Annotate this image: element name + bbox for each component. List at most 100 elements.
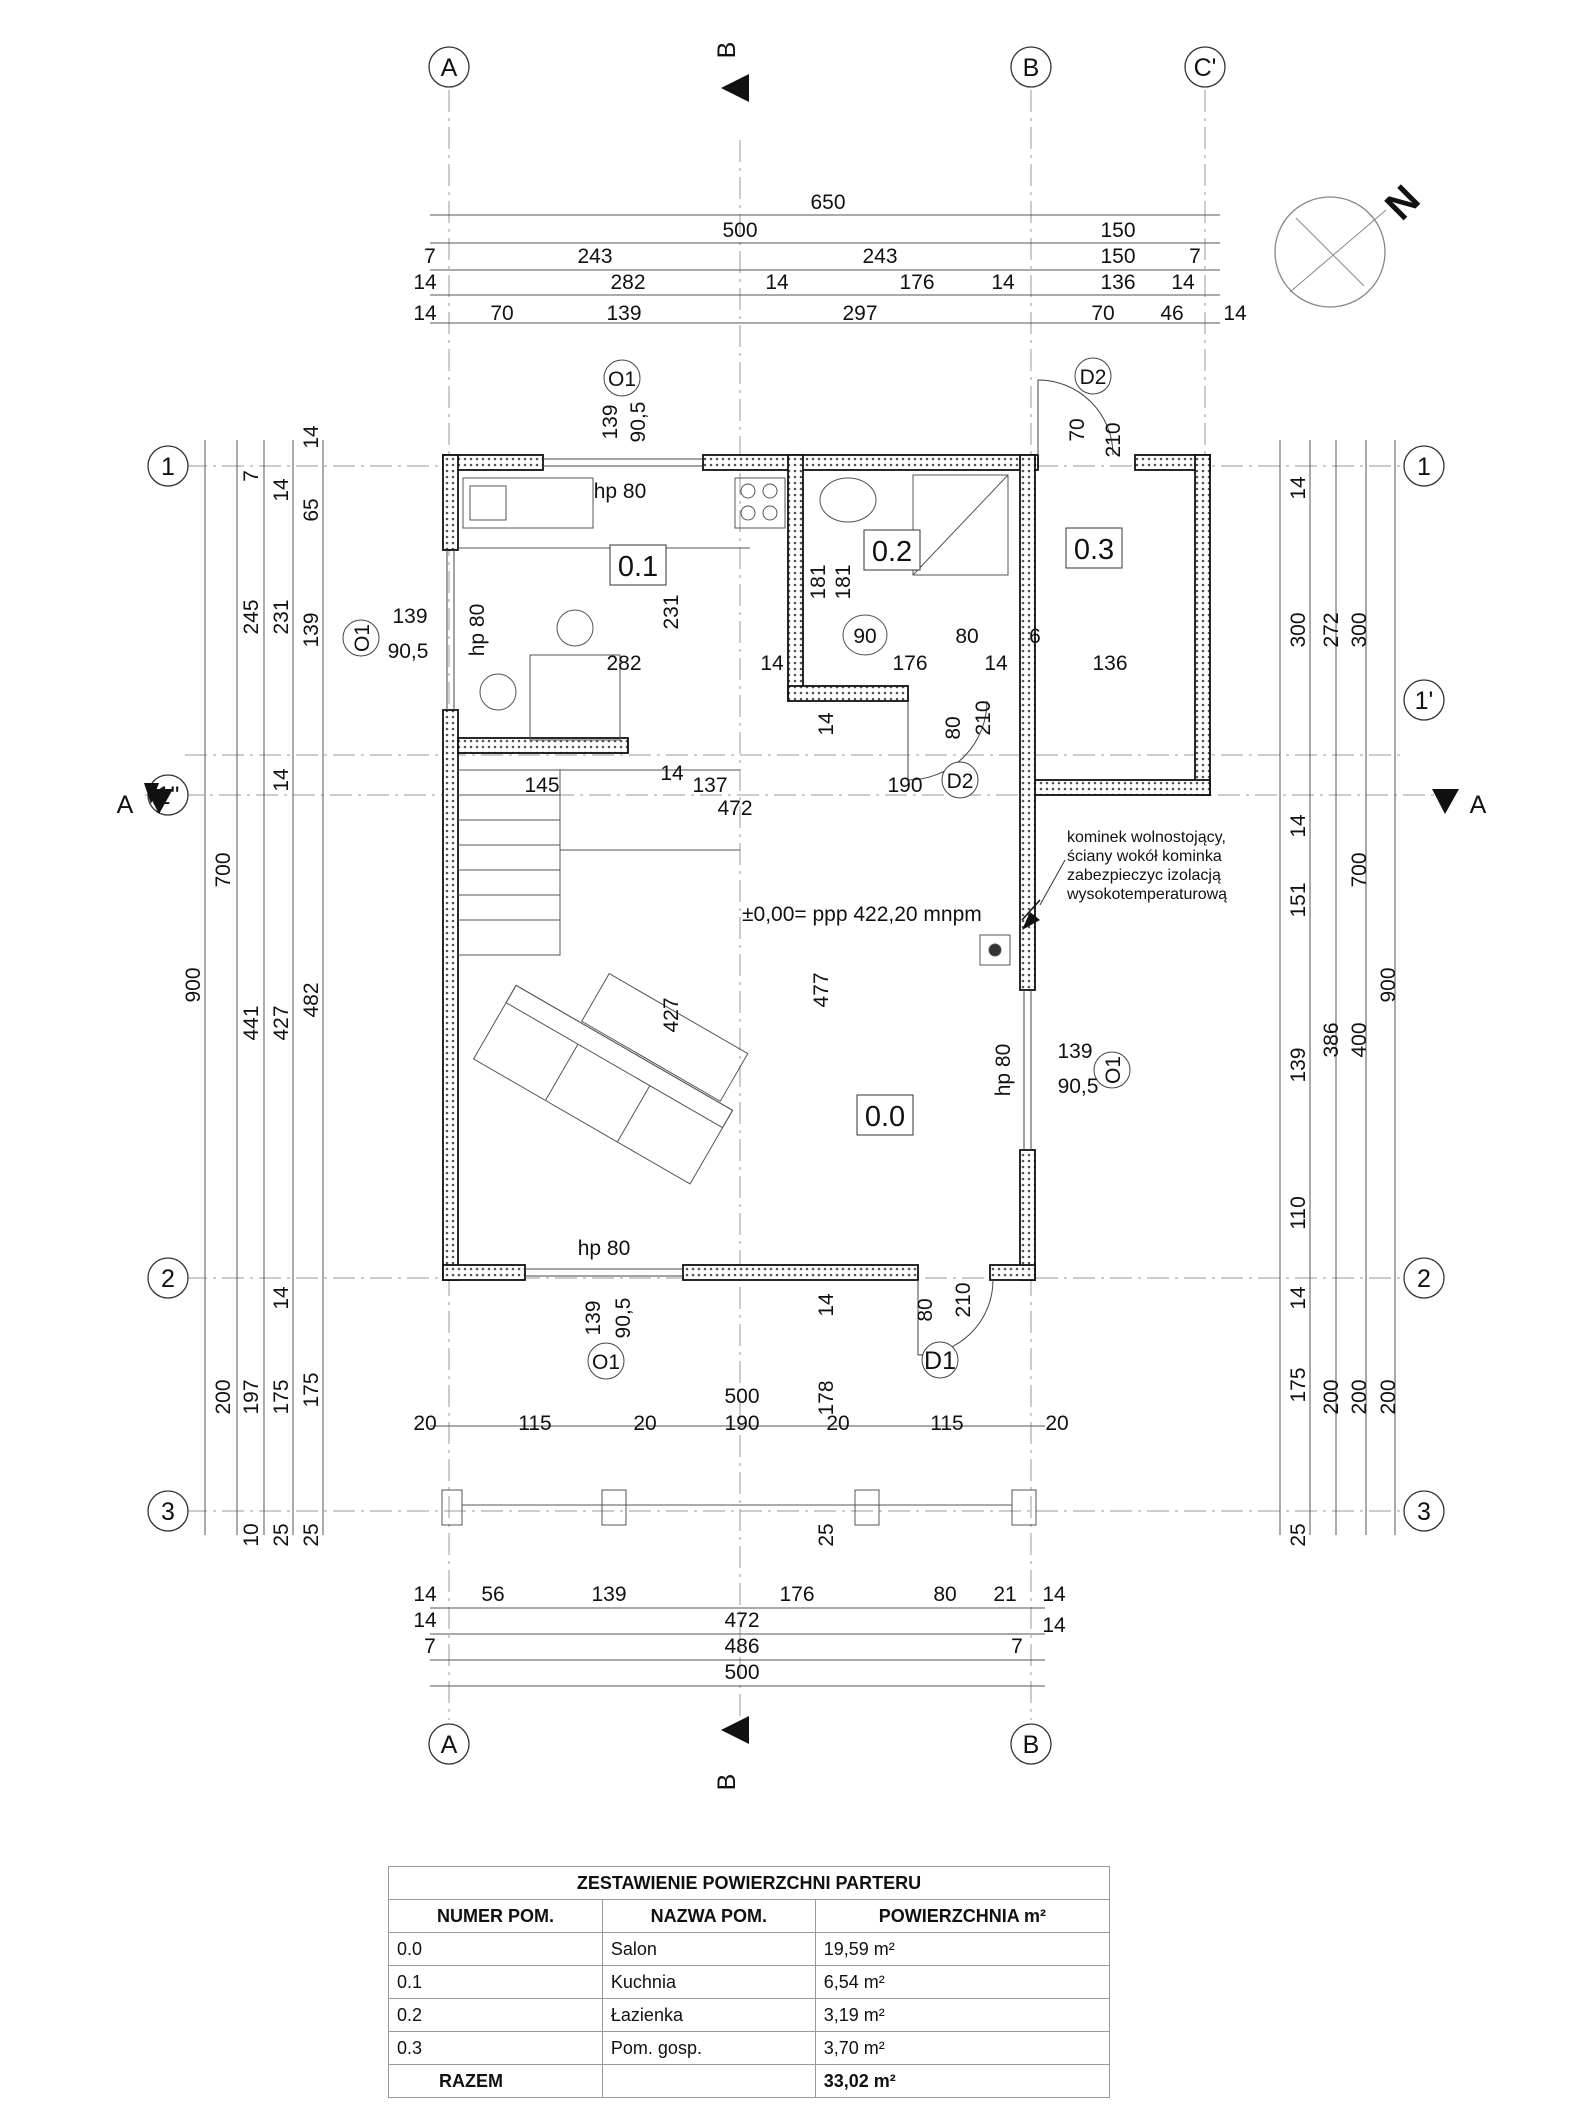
grid-label-top-a: A: [441, 54, 458, 82]
dim-top-150: 150: [1100, 219, 1135, 242]
total-row: RAZEM 33,02 m²: [388, 2064, 1111, 2098]
north-label: N: [1377, 177, 1429, 229]
chair: [479, 673, 517, 711]
dim-left-700: 700: [212, 852, 235, 887]
grid-label-left-2: 2: [161, 1265, 175, 1293]
dim-right-200c: 200: [1377, 1379, 1400, 1414]
dim-int-door-80: 80: [942, 716, 965, 739]
dim-bot-486: 486: [724, 1635, 759, 1658]
grid-label-left-3: 3: [161, 1498, 175, 1526]
opening-tag-d2-top: D2: [1080, 366, 1107, 389]
grid-label-top-c: C': [1194, 54, 1217, 82]
row-name: Łazienka: [601, 1998, 816, 2032]
table-row: 0.0 Salon 19,59 m²: [388, 1932, 1111, 1966]
grid-label-right-1p: 1': [1415, 687, 1434, 715]
dim-top-14b: 14: [765, 271, 789, 294]
dim-top-14a: 14: [413, 271, 437, 294]
dim-int-427: 427: [660, 997, 683, 1032]
room-label-0-0: 0.0: [865, 1101, 905, 1133]
dim-top-70a: 70: [490, 302, 513, 325]
dim-int-500: 500: [724, 1385, 759, 1408]
dim-right-900: 900: [1377, 967, 1400, 1002]
row-number: 0.0: [388, 1932, 603, 1966]
dim-bot-7b: 7: [1011, 1635, 1023, 1658]
kitchen-stove: [734, 477, 786, 529]
dining-table: [529, 654, 621, 741]
dim-int-14b: 14: [984, 652, 1008, 675]
dim-bot-176: 176: [779, 1583, 814, 1606]
header-number: NUMER POM.: [388, 1899, 603, 1933]
dim-top-46: 46: [1160, 302, 1183, 325]
dim-left-245: 245: [240, 599, 263, 634]
openings: [446, 379, 1114, 1356]
dim-left-25a: 25: [270, 1523, 293, 1546]
dim-left-139: 139: [300, 612, 323, 647]
dim-int-181b: 181: [832, 564, 855, 599]
dim-right-300a: 300: [1287, 612, 1310, 647]
grid-label-top-b: B: [1023, 54, 1040, 82]
dim-int-14d: 14: [815, 712, 838, 736]
opening-tag-o1-bottom: O1: [592, 1351, 620, 1374]
dim-bot-139: 139: [591, 1583, 626, 1606]
dim-int-178: 178: [815, 1380, 838, 1415]
dim-bot-472: 472: [724, 1609, 759, 1632]
fireplace-note-line-4: wysokotemperaturową: [1066, 886, 1227, 903]
dim-top-7a: 7: [424, 245, 436, 268]
section-arrow-bottom-b: [721, 1716, 749, 1744]
dim-right-14c: 14: [1287, 1286, 1310, 1310]
opening-tag-o1-right: O1: [1102, 1056, 1125, 1084]
table-row: 0.2 Łazienka 3,19 m²: [388, 1998, 1111, 2032]
total-area: 33,02 m²: [814, 2064, 1111, 2098]
row-name: Salon: [601, 1932, 816, 1966]
dim-top-243b: 243: [862, 245, 897, 268]
dim-left-175a: 175: [270, 1379, 293, 1414]
dim-left-441: 441: [240, 1005, 263, 1040]
row-name: Pom. gosp.: [601, 2031, 816, 2065]
toilet: [842, 614, 888, 656]
d2-top-height: 210: [1102, 422, 1125, 457]
sofa: [472, 984, 734, 1185]
dim-int-6: 6: [1029, 625, 1041, 648]
section-arrow-left-a2: [146, 789, 173, 814]
opening-tag-o1-top: O1: [608, 368, 636, 391]
dim-bot-80: 80: [933, 1583, 956, 1606]
hp-bottom: hp 80: [578, 1237, 631, 1260]
dim-bot-14c: 14: [413, 1609, 437, 1632]
dim-int-477: 477: [810, 972, 833, 1007]
dim-bot-14d: 14: [1042, 1614, 1066, 1637]
dim-top-136: 136: [1100, 271, 1135, 294]
d1-width: 80: [914, 1298, 937, 1321]
dim-right-700: 700: [1348, 852, 1371, 887]
dim-bot-56: 56: [481, 1583, 504, 1606]
section-arrow-top-b: [721, 74, 749, 102]
dim-int-115b: 115: [930, 1412, 963, 1435]
fireplace-note-line-1: kominek wolnostojący,: [1067, 829, 1226, 846]
dim-top-150b: 150: [1100, 245, 1135, 268]
grid-label-right-1: 1: [1417, 453, 1431, 481]
dimension-lines: [204, 214, 1396, 1687]
dim-int-14c: 14: [660, 762, 684, 785]
dim-left-482: 482: [300, 982, 323, 1017]
dim-right-110: 110: [1287, 1196, 1310, 1229]
grid-label-right-3: 3: [1417, 1498, 1431, 1526]
dim-int-115a: 115: [518, 1412, 551, 1435]
section-arrow-right-a: [1432, 789, 1459, 814]
total-empty: [601, 2064, 816, 2098]
dim-left-200: 200: [212, 1379, 235, 1414]
o1-right-width: 139: [1057, 1040, 1092, 1063]
dim-right-14b: 14: [1287, 814, 1310, 838]
dim-top-176: 176: [899, 271, 934, 294]
washbasin: [819, 477, 877, 523]
o1-right-height: 90,5: [1058, 1075, 1099, 1098]
grid-label-bottom-a: A: [441, 1731, 458, 1759]
room-label-0-1: 0.1: [618, 551, 658, 583]
dim-int-14e: 14: [815, 1293, 838, 1317]
dim-int-80: 80: [955, 625, 978, 648]
dim-int-137: 137: [692, 774, 727, 797]
header-area: POWIERZCHNIA m²: [814, 1899, 1111, 1933]
kitchen-sink: [462, 477, 594, 529]
section-label-top-b: B: [713, 42, 741, 59]
dim-int-20c: 20: [826, 1412, 849, 1435]
dim-int-190b: 190: [724, 1412, 759, 1435]
dim-top-14f: 14: [1223, 302, 1247, 325]
